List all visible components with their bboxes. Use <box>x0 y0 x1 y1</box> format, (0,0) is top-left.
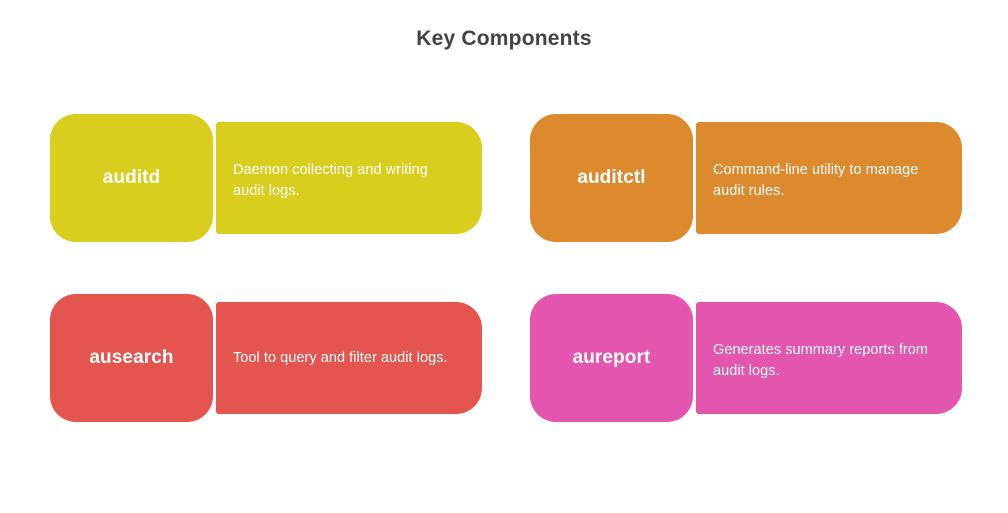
component-label-panel-ausearch[interactable]: ausearch <box>50 294 213 422</box>
component-card-ausearch[interactable]: ausearch Tool to query and filter audit … <box>50 294 482 422</box>
component-card-auditd[interactable]: auditd Daemon collecting and writing aud… <box>50 114 482 242</box>
component-label-auditd: auditd <box>102 167 161 188</box>
component-description-aureport: Generates summary reports from audit log… <box>713 342 929 379</box>
component-card-grid: auditd Daemon collecting and writing aud… <box>50 114 962 422</box>
component-description-panel-aureport: Generates summary reports from audit log… <box>696 302 962 414</box>
component-description-auditd: Daemon collecting and writing audit logs… <box>233 162 428 199</box>
component-description-panel-auditctl: Command-line utility to manage audit rul… <box>696 122 962 234</box>
component-description-auditctl: Command-line utility to manage audit rul… <box>713 162 919 199</box>
component-description-ausearch: Tool to query and filter audit logs. <box>233 349 448 366</box>
component-label-panel-aureport[interactable]: aureport <box>530 294 693 422</box>
component-card-auditctl[interactable]: auditctl Command-line utility to manage … <box>530 114 962 242</box>
component-label-auditctl: auditctl <box>577 167 646 188</box>
component-description-panel-ausearch: Tool to query and filter audit logs. <box>216 302 482 414</box>
component-label-aureport: aureport <box>572 347 651 368</box>
component-description-panel-auditd: Daemon collecting and writing audit logs… <box>216 122 482 234</box>
component-label-panel-auditd[interactable]: auditd <box>50 114 213 242</box>
component-card-aureport[interactable]: aureport Generates summary reports from … <box>530 294 962 422</box>
component-label-ausearch: ausearch <box>89 347 174 368</box>
page-title: Key Components <box>416 27 592 50</box>
component-label-panel-auditctl[interactable]: auditctl <box>530 114 693 242</box>
